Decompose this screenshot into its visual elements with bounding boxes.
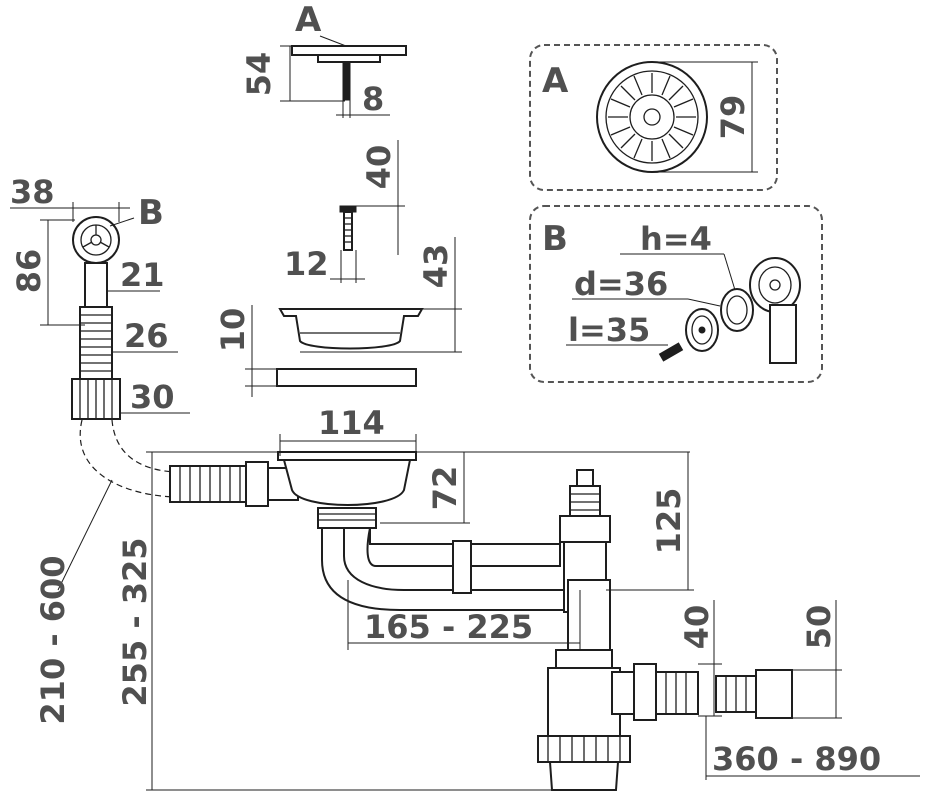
dim-trap-height: 125 bbox=[650, 488, 688, 555]
overflow-hose-path bbox=[79, 419, 176, 498]
dim-outlet-50: 50 bbox=[800, 605, 838, 650]
dim-outlet-depth: 72 bbox=[426, 466, 464, 511]
detail-box-b bbox=[529, 205, 823, 383]
screw-part bbox=[330, 140, 405, 283]
dim-screw-diameter: 12 bbox=[284, 245, 329, 283]
label-box-b: B bbox=[542, 219, 568, 259]
dim-overflow-width: 38 bbox=[10, 173, 55, 211]
plug-side-view bbox=[280, 35, 407, 118]
dim-range-horizontal: 165 - 225 bbox=[364, 608, 533, 646]
dim-hose-range: 210 - 600 bbox=[34, 555, 72, 724]
dim-overflow-neck: 21 bbox=[120, 256, 165, 294]
spec-gasket-d: d=36 bbox=[574, 265, 668, 303]
spec-gasket-h: h=4 bbox=[640, 220, 712, 258]
dim-screw-length: 40 bbox=[360, 145, 398, 190]
dim-bowl-diameter: 114 bbox=[318, 404, 385, 442]
dim-strainer-height: 43 bbox=[417, 244, 455, 289]
label-part-a: A bbox=[295, 0, 322, 40]
main-dimensions bbox=[146, 434, 920, 791]
dim-washer-thickness: 10 bbox=[214, 308, 252, 353]
detail-box-a bbox=[529, 44, 778, 191]
washer-part bbox=[245, 305, 417, 397]
dim-outlet-40: 40 bbox=[678, 605, 716, 650]
label-box-a: A bbox=[542, 61, 569, 101]
labels-group: A B A B 54 8 40 12 43 10 38 86 21 26 30 … bbox=[10, 0, 881, 778]
dim-plug-height: 54 bbox=[240, 52, 278, 97]
spec-screw-l: l=35 bbox=[568, 311, 650, 349]
dim-total-height: 255 - 325 bbox=[116, 537, 154, 706]
label-part-b: B bbox=[138, 193, 164, 233]
dim-overflow-nut: 30 bbox=[130, 378, 175, 416]
overflow-part bbox=[10, 202, 190, 420]
dim-plug-stem: 8 bbox=[362, 80, 384, 118]
dim-overflow-height: 86 bbox=[10, 249, 48, 294]
siphon-assembly bbox=[169, 451, 793, 791]
dim-overflow-hose: 26 bbox=[124, 317, 169, 355]
dim-extension-range: 360 - 890 bbox=[712, 740, 881, 778]
strainer-part bbox=[278, 237, 462, 353]
dim-plug-top-diameter: 79 bbox=[714, 95, 752, 140]
